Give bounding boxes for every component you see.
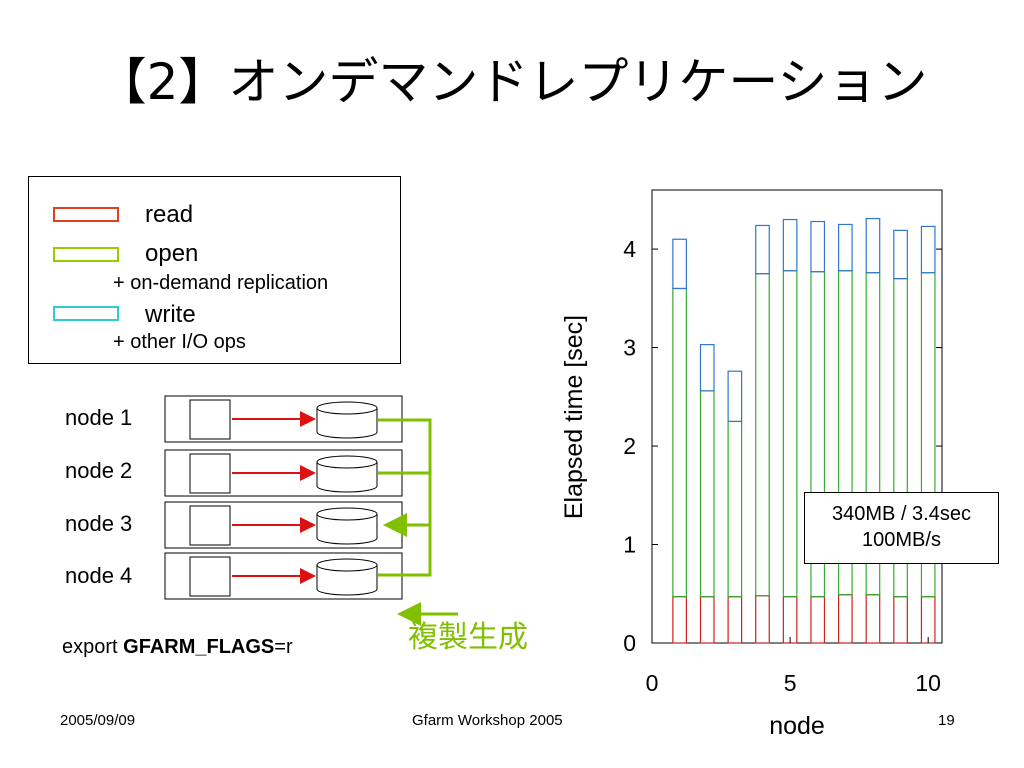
node-label-4: node 4 [65, 563, 133, 588]
annotation-line-1: 340MB / 3.4sec [832, 503, 971, 525]
disk-icon [316, 401, 378, 439]
bar-write-node-4 [755, 224, 770, 275]
elapsed-time-chart: 0 1 2 3 4 0 5 10 Elapsed time [sec] node [560, 189, 943, 740]
bar-read-node-7 [837, 594, 853, 644]
bar-read-node-8 [865, 594, 881, 644]
replication-connector [378, 418, 432, 577]
export-variable: GFARM_FLAGS [123, 636, 275, 658]
y-tick-label: 0 [623, 630, 636, 656]
y-axis-label: Elapsed time [sec] [560, 315, 588, 519]
x-axis-label: node [769, 712, 825, 740]
replication-diagram [164, 395, 458, 626]
bar-write-node-6 [810, 220, 826, 273]
node-label-3: node 3 [65, 511, 133, 536]
bar-read-node-2 [699, 596, 715, 644]
legend-swatch-write [53, 306, 119, 321]
disk-icon [316, 558, 378, 596]
legend-label-open: open [145, 240, 199, 267]
x-tick-label: 0 [646, 670, 659, 696]
bar-write-node-5 [782, 218, 798, 272]
y-tick-label: 4 [623, 236, 636, 262]
legend-label-read: read [145, 201, 194, 228]
node-label-2: node 2 [65, 458, 133, 483]
export-suffix: =r [274, 636, 293, 658]
legend-swatch-open [53, 247, 119, 262]
bar-open-node-1 [672, 287, 687, 598]
bar-write-node-7 [837, 223, 853, 272]
y-tick-label: 3 [623, 335, 636, 361]
replication-label: 複製生成 [408, 620, 528, 655]
export-command: export GFARM_FLAGS=r [62, 634, 293, 660]
node-row-1 [164, 395, 403, 443]
bar-read-node-6 [810, 596, 826, 644]
bar-read-node-4 [755, 595, 770, 644]
bar-read-node-3 [727, 596, 743, 644]
process-box [189, 453, 231, 494]
bar-open-node-3 [727, 420, 743, 598]
annotation-line-2: 100MB/s [862, 529, 941, 551]
legend-label-write: write [145, 301, 196, 328]
process-box [189, 556, 231, 597]
bar-write-node-9 [893, 229, 908, 280]
bar-read-node-5 [782, 596, 798, 644]
legend-sub-write: + other I/O ops [113, 331, 246, 353]
bar-open-node-4 [755, 273, 770, 597]
node-row-4 [164, 552, 403, 600]
legend-sub-open: + on-demand replication [113, 272, 329, 294]
bar-write-node-3 [727, 370, 743, 423]
bar-open-node-5 [782, 270, 798, 598]
node-row-3 [164, 501, 403, 549]
footer-date: 2005/09/09 [60, 712, 136, 729]
bar-read-node-1 [672, 596, 687, 644]
bar-write-node-10 [920, 225, 936, 274]
bar-read-node-9 [893, 596, 908, 644]
process-box [189, 505, 231, 546]
y-tick-label: 1 [623, 532, 636, 558]
bar-write-node-2 [699, 344, 715, 392]
footer-event: Gfarm Workshop 2005 [412, 712, 563, 729]
node-row-2 [164, 449, 403, 497]
node-label-1: node 1 [65, 405, 133, 430]
bar-write-node-1 [672, 238, 687, 290]
bar-open-node-2 [699, 390, 715, 598]
x-tick-label: 5 [784, 670, 797, 696]
throughput-annotation: 340MB / 3.4sec 100MB/s [804, 492, 999, 564]
disk-icon [316, 455, 378, 493]
legend-swatch-read [53, 207, 119, 222]
disk-icon [316, 507, 378, 545]
x-tick-label: 10 [915, 670, 941, 696]
bar-read-node-10 [920, 596, 936, 644]
y-tick-label: 2 [623, 433, 636, 459]
footer-page-number: 19 [938, 712, 955, 729]
export-prefix: export [62, 636, 124, 658]
slide-title: 【2】オンデマンドレプリケーション [96, 53, 928, 111]
process-box [189, 399, 231, 440]
legend-box: read open + on-demand replication write … [28, 176, 401, 364]
bar-write-node-8 [865, 217, 881, 274]
